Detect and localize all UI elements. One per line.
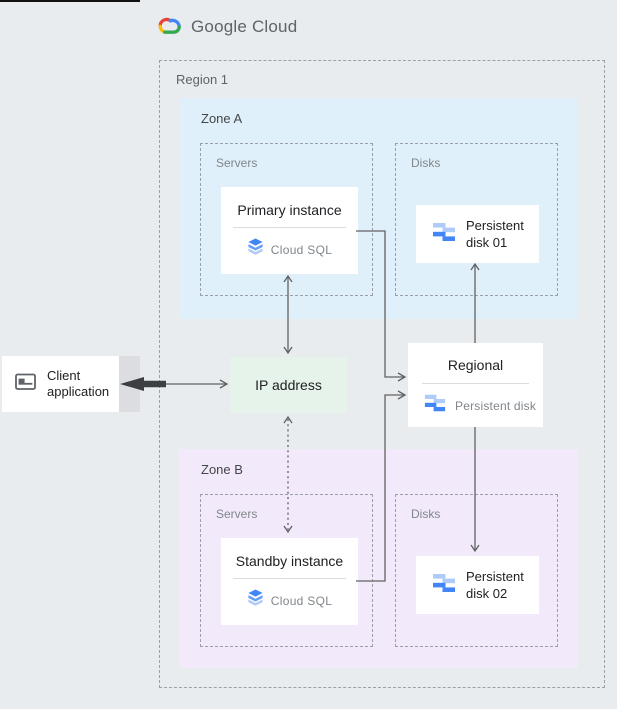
regional-title: Regional [447, 357, 504, 373]
persistent-disk-icon [424, 392, 446, 419]
zone-b-disks-group: Disks Persistent disk 02 [395, 494, 558, 647]
client-application-card: Client application [2, 356, 119, 412]
ip-address-card: IP address [230, 357, 347, 413]
zone-a-label: Zone A [201, 111, 243, 126]
persistent-disk-01-card: Persistent disk 01 [416, 205, 539, 263]
card-divider [422, 383, 529, 384]
standby-instance-title: Standby instance [235, 553, 344, 569]
zone-a-servers-group: Servers Primary instance Cloud SQL [200, 143, 373, 296]
zone-b-disks-label: Disks [411, 507, 441, 521]
persistent-disk-02-card: Persistent disk 02 [416, 556, 539, 614]
zone-b-servers-label: Servers [216, 507, 258, 521]
standby-product-label: Cloud SQL [270, 593, 333, 608]
cloud-sql-icon [247, 237, 264, 262]
zone-b-label: Zone B [201, 462, 243, 477]
zone-b-servers-group: Servers Standby instance Cloud SQL [200, 494, 373, 647]
ip-address-label: IP address [255, 377, 322, 393]
persistent-disk-icon [432, 220, 456, 249]
persistent-disk-01-label: Persistent disk 01 [466, 218, 524, 250]
zone-a-servers-label: Servers [216, 156, 258, 170]
persistent-disk-02-label: Persistent disk 02 [466, 569, 524, 601]
logo-text: Google Cloud [191, 17, 298, 36]
regional-persistent-disk-card: Regional Persistent disk [408, 343, 543, 427]
zone-b: Zone B Servers Standby instance [179, 449, 578, 668]
google-cloud-logo-icon [155, 13, 183, 41]
zone-a-disks-label: Disks [411, 156, 441, 170]
card-divider [233, 227, 346, 228]
client-application-label: Client application [47, 368, 110, 399]
primary-instance-card: Primary instance Cloud SQL [221, 187, 358, 274]
google-cloud-logo: Google Cloud [155, 13, 297, 41]
standby-instance-card: Standby instance Cloud SQL [221, 538, 358, 625]
client-application-icon [14, 372, 38, 397]
persistent-disk-icon [432, 571, 456, 600]
region-label: Region 1 [176, 72, 229, 87]
zone-a-disks-group: Disks Persistent disk 01 [395, 143, 558, 296]
primary-instance-title: Primary instance [237, 202, 342, 218]
regional-subtitle: Persistent disk [455, 398, 537, 413]
card-divider [233, 578, 346, 579]
client-card-edge-strip [119, 356, 140, 412]
top-border-line [0, 0, 140, 2]
primary-product-label: Cloud SQL [270, 242, 333, 257]
cloud-sql-icon [247, 588, 264, 613]
zone-a: Zone A Servers Primary instance [179, 98, 578, 319]
